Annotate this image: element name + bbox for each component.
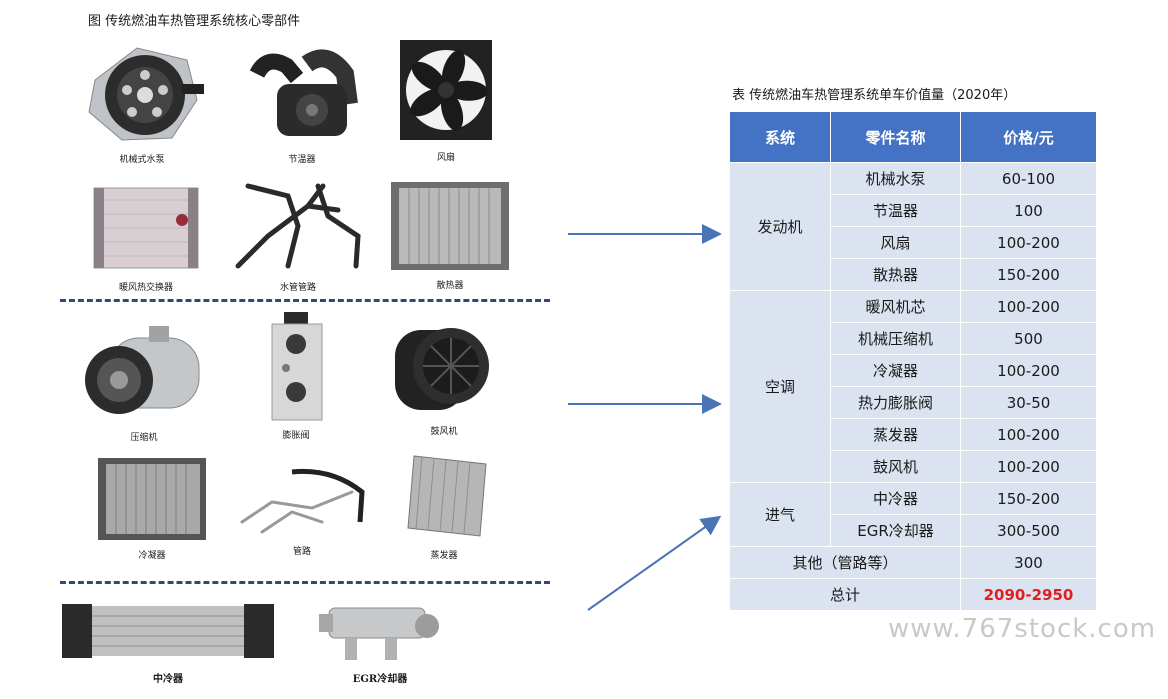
part-intercooler: 中冷器 — [58, 596, 278, 685]
part-cell: 暖风机芯 — [830, 290, 961, 323]
caption-water-pipe: 水管管路 — [279, 283, 316, 293]
heater-core-image — [93, 187, 199, 269]
table-row: 进气 中冷器 150-200 — [729, 482, 1097, 547]
part-fan: 风扇 — [376, 38, 516, 163]
table-row: 风扇 100-200 — [730, 226, 1097, 259]
table-row: 鼓风机 100-200 — [730, 450, 1097, 483]
part-pipeline: 管路 — [232, 462, 372, 557]
price-cell: 100-200 — [960, 418, 1097, 451]
header-system: 系统 — [729, 111, 831, 163]
caption-radiator: 散热器 — [436, 281, 464, 291]
part-cell: 节温器 — [830, 194, 961, 227]
caption-pipeline: 管路 — [292, 547, 311, 557]
price-cell: 100-200 — [960, 290, 1097, 323]
table-row-total: 总计 2090-2950 — [729, 578, 1097, 611]
part-blower: 鼓风机 — [374, 316, 514, 437]
caption-thermostat: 节温器 — [288, 155, 316, 165]
system-cell: 空调 — [729, 290, 831, 483]
table-row: 蒸发器 100-200 — [730, 418, 1097, 451]
intercooler-image — [62, 604, 274, 658]
evaporator-image — [407, 455, 487, 537]
total-label: 总计 — [729, 578, 961, 611]
part-cell: 散热器 — [830, 258, 961, 291]
price-cell: 150-200 — [960, 482, 1097, 515]
part-cell: 鼓风机 — [830, 450, 961, 483]
part-cell: 冷凝器 — [830, 354, 961, 387]
part-radiator: 散热器 — [380, 178, 520, 291]
part-heater-core: 暖风热交换器 — [76, 180, 216, 293]
pipeline-image — [240, 468, 365, 534]
caption-water-pump: 机械式水泵 — [119, 155, 165, 165]
price-cell: 500 — [960, 322, 1097, 355]
part-condenser: 冷凝器 — [82, 454, 222, 561]
table-row: 空调 暖风机芯 100-200 — [729, 290, 1097, 483]
price-cell: 150-200 — [960, 258, 1097, 291]
price-cell: 100 — [960, 194, 1097, 227]
part-cell: 中冷器 — [830, 482, 961, 515]
table-row-other: 其他（管路等） 300 — [729, 546, 1097, 579]
part-compressor: 压缩机 — [74, 318, 214, 443]
caption-intercooler: 中冷器 — [153, 674, 183, 685]
table-title: 表 传统燃油车热管理系统单车价值量（2020年） — [732, 88, 1017, 103]
caption-condenser: 冷凝器 — [138, 551, 166, 561]
value-table: 系统 零件名称 价格/元 发动机 机械水泵 60-100 节温器 100 风扇 … — [729, 111, 1097, 611]
watermark: www.767stock.com — [888, 614, 1157, 644]
table-row: 机械压缩机 500 — [730, 322, 1097, 355]
part-cell: 风扇 — [830, 226, 961, 259]
price-cell: 100-200 — [960, 226, 1097, 259]
header-price: 价格/元 — [960, 111, 1097, 163]
arrow-intake — [587, 515, 722, 611]
condenser-image — [98, 458, 206, 540]
part-cell: 机械压缩机 — [830, 322, 961, 355]
table-row: 热力膨胀阀 30-50 — [730, 386, 1097, 419]
part-egr-cooler: EGR冷却器 — [310, 596, 450, 685]
part-cell: 蒸发器 — [830, 418, 961, 451]
other-price: 300 — [960, 546, 1097, 579]
part-thermostat: 节温器 — [232, 44, 372, 165]
part-cell: EGR冷却器 — [830, 514, 961, 547]
compressor-image — [85, 326, 200, 414]
table-row: 冷凝器 100-200 — [730, 354, 1097, 387]
section-divider-2 — [60, 581, 550, 584]
price-cell: 300-500 — [960, 514, 1097, 547]
table-row: 散热器 150-200 — [730, 258, 1097, 291]
table-row: 节温器 100 — [730, 194, 1097, 227]
water-pipe-image — [235, 183, 361, 269]
thermostat-image — [249, 49, 358, 136]
caption-heater-core: 暖风热交换器 — [118, 283, 173, 293]
price-cell: 100-200 — [960, 450, 1097, 483]
caption-evaporator: 蒸发器 — [430, 551, 458, 561]
system-cell: 进气 — [729, 482, 831, 547]
blower-image — [395, 328, 489, 410]
figure-title: 图 传统燃油车热管理系统核心零部件 — [88, 14, 301, 29]
egr-cooler-image — [319, 607, 439, 660]
part-water-pump: 机械式水泵 — [72, 40, 212, 165]
price-cell: 100-200 — [960, 354, 1097, 387]
header-part-name: 零件名称 — [830, 111, 961, 163]
radiator-image — [391, 182, 509, 270]
expansion-valve-image — [271, 312, 323, 421]
caption-fan: 风扇 — [436, 153, 455, 163]
caption-compressor: 压缩机 — [130, 433, 158, 443]
caption-expansion-valve: 膨胀阀 — [282, 431, 310, 441]
caption-blower: 鼓风机 — [430, 427, 458, 437]
table-header-row: 系统 零件名称 价格/元 — [729, 111, 1097, 163]
part-expansion-valve: 膨胀阀 — [226, 310, 366, 441]
table-row: EGR冷却器 300-500 — [730, 514, 1097, 547]
caption-egr-cooler: EGR冷却器 — [352, 674, 408, 685]
table-row: 发动机 机械水泵 60-100 — [729, 162, 1097, 291]
price-cell: 30-50 — [960, 386, 1097, 419]
water-pump-image — [88, 47, 204, 141]
part-cell: 热力膨胀阀 — [830, 386, 961, 419]
other-label: 其他（管路等） — [729, 546, 961, 579]
fan-image — [400, 40, 492, 140]
price-cell: 60-100 — [960, 162, 1097, 195]
part-water-pipe: 水管管路 — [228, 176, 368, 293]
part-cell: 机械水泵 — [830, 162, 961, 195]
part-evaporator: 蒸发器 — [374, 450, 514, 561]
total-price: 2090-2950 — [960, 578, 1097, 611]
system-cell: 发动机 — [729, 162, 831, 291]
section-divider-1 — [60, 299, 550, 302]
